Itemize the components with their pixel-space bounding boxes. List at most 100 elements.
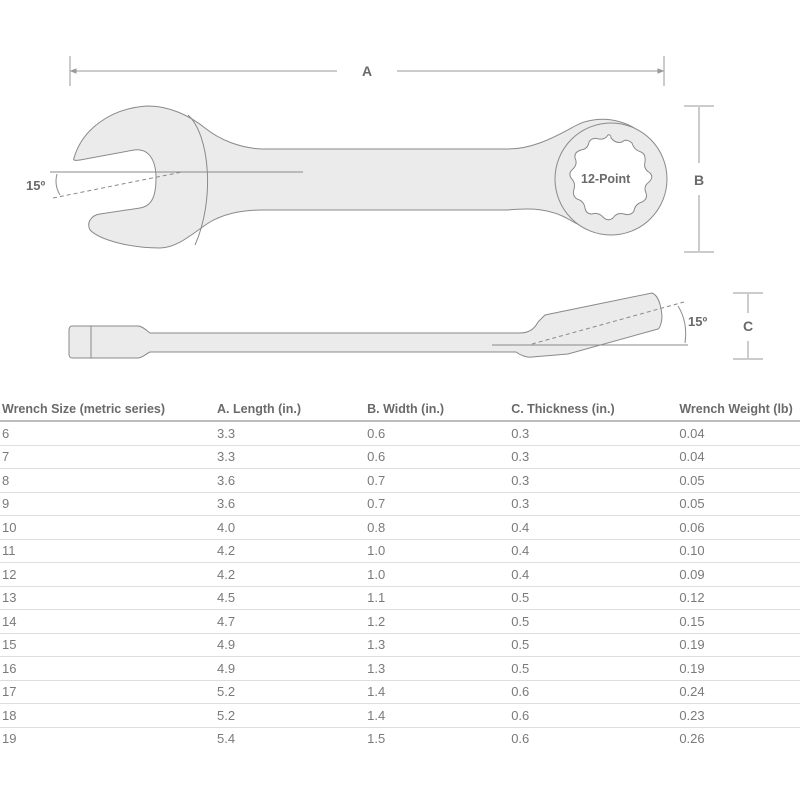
cell-size: 10 (0, 515, 216, 540)
cell-thickness: 0.3 (509, 468, 678, 493)
cell-thickness: 0.4 (509, 515, 678, 540)
cell-size: 16 (0, 656, 216, 681)
wrench-drawing (50, 56, 763, 360)
cell-width: 1.1 (365, 586, 510, 610)
wrench-side-view (68, 292, 663, 359)
cell-size: 7 (0, 445, 216, 469)
dimension-c-label: C (743, 318, 754, 334)
dimension-b-line (684, 105, 714, 253)
cell-length: 3.3 (215, 421, 366, 446)
cell-length: 4.2 (215, 562, 366, 587)
cell-size: 17 (0, 680, 216, 704)
cell-size: 8 (0, 468, 216, 493)
cell-width: 1.3 (365, 633, 510, 657)
dimension-a-line (69, 56, 665, 86)
cell-length: 5.2 (215, 703, 366, 728)
cell-weight: 0.06 (677, 515, 800, 540)
cell-size: 6 (0, 421, 216, 446)
cell-weight: 0.19 (677, 633, 800, 657)
cell-length: 5.4 (217, 731, 236, 747)
offset-angle-label: 15º (688, 314, 708, 329)
table-header-row: Wrench Size (metric series) A. Length (i… (0, 397, 800, 422)
wrench-top-view (73, 105, 668, 249)
cell-width: 1.0 (365, 562, 510, 587)
cell-width: 0.7 (365, 492, 510, 516)
cell-weight: 0.12 (677, 586, 800, 610)
cell-width: 0.8 (365, 515, 510, 540)
cell-width: 1.2 (365, 609, 510, 634)
cell-weight: 0.04 (677, 445, 800, 469)
cell-size: 11 (0, 539, 216, 563)
cell-width: 0.7 (365, 468, 510, 493)
cell-size: 15 (0, 633, 216, 657)
cell-size: 13 (0, 586, 216, 610)
cell-size: 12 (0, 562, 216, 587)
cell-length: 3.6 (215, 492, 366, 516)
dimension-a-label: A (362, 63, 373, 79)
cell-width: 1.4 (365, 703, 510, 728)
cell-length: 5.2 (215, 680, 366, 704)
cell-thickness: 0.6 (509, 680, 678, 704)
cell-thickness: 0.3 (509, 492, 678, 516)
header-width: B. Width (in.) (365, 397, 510, 422)
cell-weight: 0.26 (679, 731, 705, 747)
header-thickness: C. Thickness (in.) (509, 397, 678, 422)
cell-size: 9 (0, 492, 216, 516)
cell-length: 4.0 (215, 515, 366, 540)
box-end-label: 12-Point (581, 172, 631, 186)
cell-thickness: 0.6 (509, 703, 678, 728)
cell-thickness: 0.6 (511, 731, 530, 747)
open-end-angle-label: 15º (26, 178, 46, 193)
cell-weight: 0.09 (677, 562, 800, 587)
cell-weight: 0.10 (677, 539, 800, 563)
cell-weight: 0.05 (677, 468, 800, 493)
open-end-angle-marker (50, 171, 303, 199)
cell-weight: 0.19 (677, 656, 800, 681)
header-wrench-size: Wrench Size (metric series) (0, 397, 216, 422)
cell-thickness: 0.4 (509, 539, 678, 563)
cell-width: 1.3 (365, 656, 510, 681)
dimension-c-line (733, 292, 763, 360)
cell-thickness: 0.4 (509, 562, 678, 587)
cell-width: 0.6 (365, 445, 510, 469)
cell-length: 4.2 (215, 539, 366, 563)
dimension-b-label: B (694, 172, 705, 188)
header-weight: Wrench Weight (lb) (677, 397, 800, 422)
cell-thickness: 0.5 (509, 656, 678, 681)
cell-size: 14 (0, 609, 216, 634)
offset-angle-marker (492, 301, 688, 346)
cell-thickness: 0.5 (509, 633, 678, 657)
cell-width: 0.6 (365, 421, 510, 446)
cell-weight: 0.15 (677, 609, 800, 634)
cell-weight: 0.05 (677, 492, 800, 516)
cell-thickness: 0.3 (509, 421, 678, 446)
cell-length: 4.7 (215, 609, 366, 634)
cell-thickness: 0.3 (509, 445, 678, 469)
cell-length: 4.9 (215, 656, 366, 681)
cell-weight: 0.23 (677, 703, 800, 728)
spec-table: Wrench Size (metric series) A. Length (i… (0, 397, 800, 750)
cell-thickness: 0.5 (509, 586, 678, 610)
cell-weight: 0.24 (677, 680, 800, 704)
cell-width: 1.5 (367, 731, 386, 747)
cell-length: 4.9 (215, 633, 366, 657)
cell-weight: 0.04 (677, 421, 800, 446)
cell-width: 1.4 (365, 680, 510, 704)
cell-length: 4.5 (215, 586, 366, 610)
cell-thickness: 0.5 (509, 609, 678, 634)
header-length: A. Length (in.) (215, 397, 366, 422)
